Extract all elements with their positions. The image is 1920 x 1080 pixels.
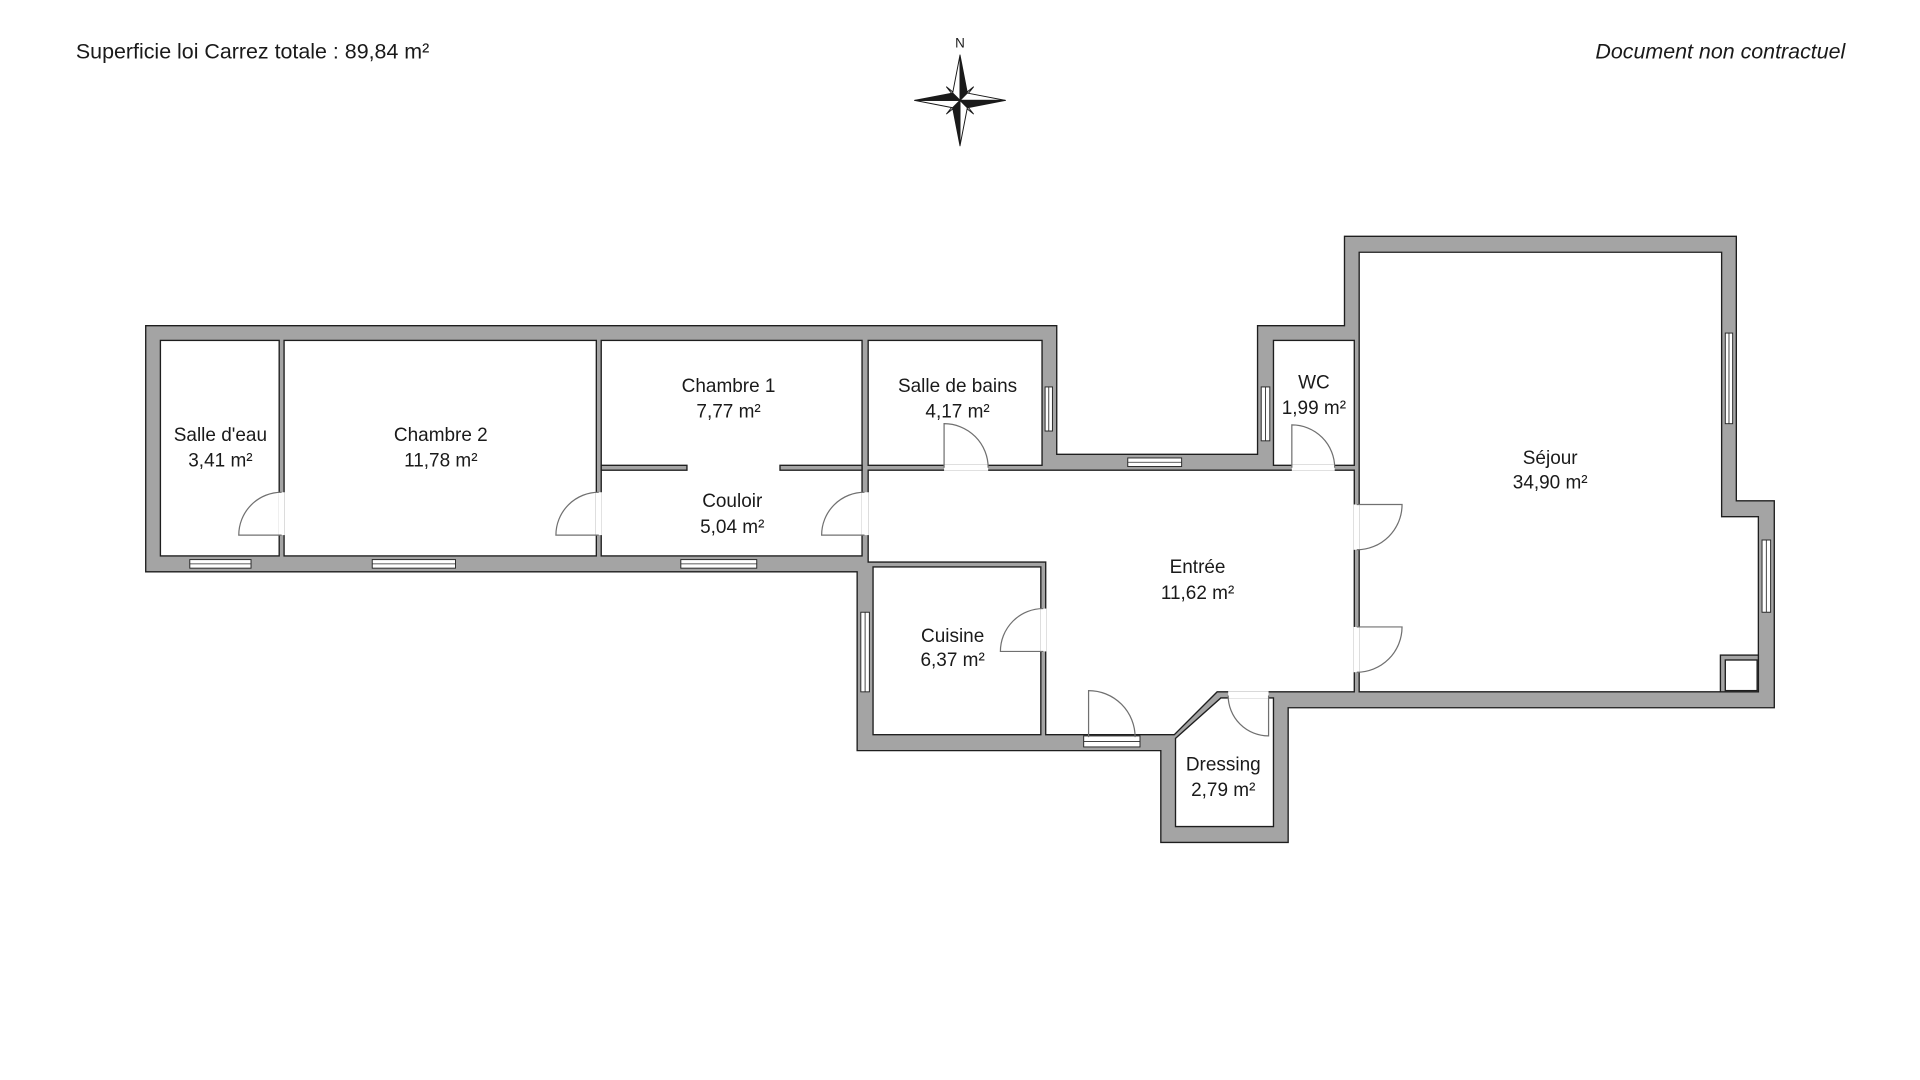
- door-opening: [861, 492, 869, 536]
- door-opening: [595, 492, 602, 536]
- total-area-label: Superficie loi Carrez totale : 89,84 m²: [76, 39, 429, 63]
- compass-north-label: N: [955, 36, 965, 51]
- door-sejour-upper: [1356, 503, 1403, 551]
- compass-east-arm-light: [959, 92, 1006, 101]
- room-name-dressing: Dressing: [1186, 754, 1261, 775]
- window-couloir: [680, 559, 758, 569]
- window-salle-de-bains: [1044, 386, 1053, 432]
- door-opening: [1228, 691, 1269, 699]
- window-wc: [1260, 386, 1271, 442]
- front-door-threshold: [1083, 735, 1141, 748]
- window-chambre-2: [371, 559, 456, 569]
- room-sejour: [1358, 251, 1760, 693]
- room-area-salle-de-bains: 4,17 m²: [925, 402, 989, 423]
- partition-wall-left: [600, 464, 688, 471]
- room-salle-deau: [159, 339, 280, 557]
- compass-rose-icon: N: [914, 36, 1006, 147]
- door-cuisine: [999, 607, 1044, 653]
- room-name-chambre-1: Chambre 1: [682, 376, 776, 397]
- room-labels: Salle d'eau 3,41 m² Chambre 2 11,78 m² C…: [174, 372, 1588, 801]
- door-opening: [944, 464, 989, 471]
- room-name-couloir: Couloir: [702, 491, 762, 512]
- compass-west-arm-light: [914, 99, 961, 109]
- room-name-wc: WC: [1298, 372, 1330, 393]
- window-cuisine: [860, 611, 870, 693]
- room-area-cuisine: 6,37 m²: [920, 650, 984, 671]
- room-name-entree: Entrée: [1170, 557, 1226, 578]
- room-name-salle-de-bains: Salle de bains: [898, 376, 1017, 397]
- door-salle-deau: [238, 491, 282, 536]
- door-chambre-2: [555, 491, 599, 536]
- room-name-chambre-2: Chambre 2: [394, 425, 488, 446]
- room-area-sejour: 34,90 m²: [1513, 473, 1588, 494]
- door-opening: [1353, 626, 1360, 673]
- door-sejour-lower: [1356, 626, 1403, 673]
- doors: [238, 423, 1403, 738]
- room-chambre-1-couloir: [600, 339, 863, 557]
- door-opening: [1291, 464, 1335, 471]
- door-opening: [278, 492, 285, 536]
- room-area-entree: 11,62 m²: [1161, 583, 1234, 604]
- door-opening: [1353, 504, 1360, 550]
- room-area-chambre-2: 11,78 m²: [404, 451, 477, 472]
- room-area-couloir: 5,04 m²: [700, 517, 764, 538]
- room-wc: [1272, 339, 1355, 466]
- door-opening: [1040, 608, 1047, 652]
- door-salle-de-bains: [943, 423, 989, 468]
- compass-west-arm-dark: [914, 92, 961, 101]
- room-dressing: [1174, 697, 1275, 828]
- room-area-chambre-1: 7,77 m²: [696, 402, 760, 423]
- pillar-core: [1724, 659, 1758, 692]
- room-area-wc: 1,99 m²: [1282, 398, 1346, 419]
- pillar: [1719, 654, 1760, 693]
- room-salle-de-bains: [867, 339, 1043, 466]
- room-name-cuisine: Cuisine: [921, 626, 984, 647]
- room-name-sejour: Séjour: [1523, 448, 1578, 469]
- room-name-salle-deau: Salle d'eau: [174, 425, 267, 446]
- disclaimer-label: Document non contractuel: [1595, 39, 1846, 63]
- door-couloir: [821, 491, 865, 536]
- room-chambre-2: [283, 339, 597, 557]
- room-area-dressing: 2,79 m²: [1191, 780, 1255, 801]
- room-area-salle-deau: 3,41 m²: [188, 451, 252, 472]
- door-dressing: [1227, 695, 1270, 737]
- window-entree: [1127, 457, 1183, 468]
- partition-wall-right: [779, 464, 863, 471]
- window-sejour-lower: [1761, 539, 1772, 613]
- window-salle-deau: [189, 559, 252, 569]
- door-wc: [1291, 424, 1336, 468]
- door-entree-front: [1087, 689, 1136, 738]
- window-sejour-upper: [1724, 332, 1734, 425]
- compass-south-arm-light: [959, 99, 968, 147]
- windows: [189, 332, 1772, 693]
